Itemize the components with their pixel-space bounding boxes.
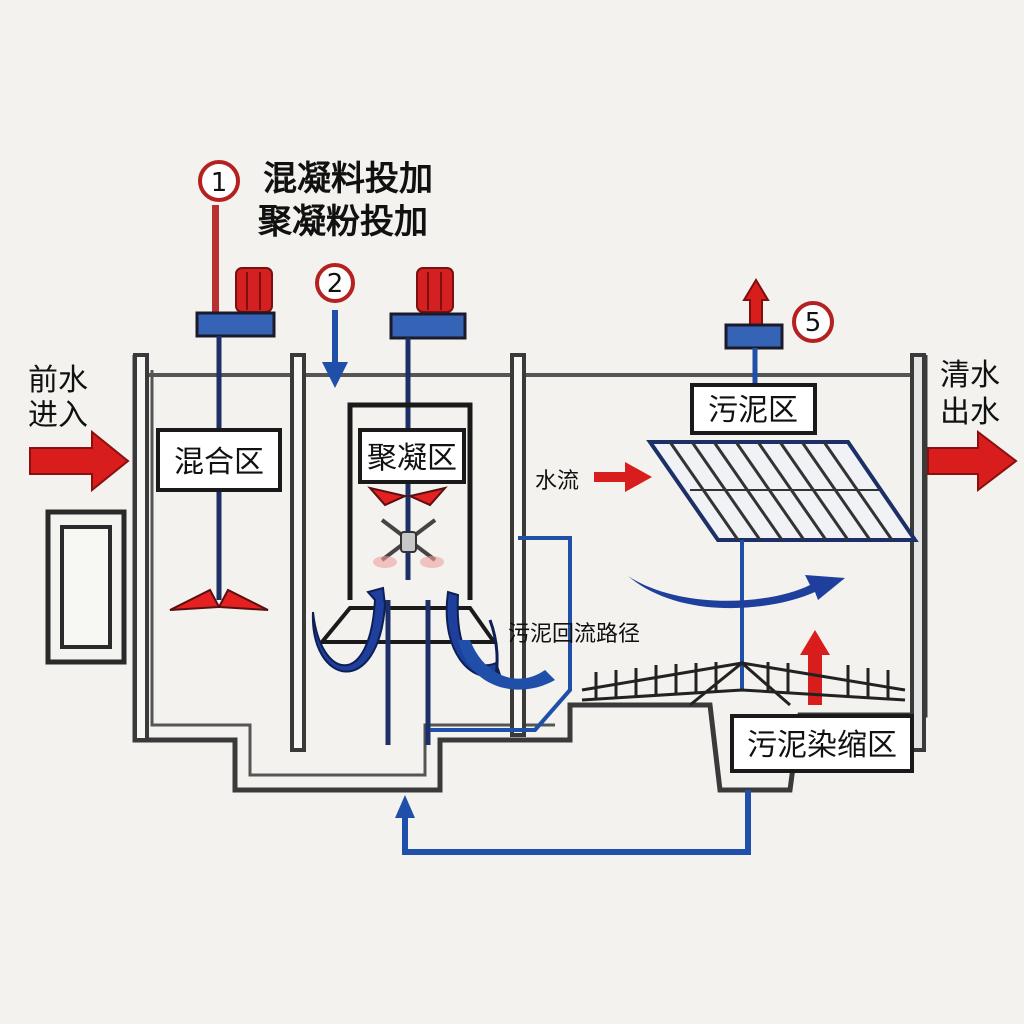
sludge-return-label: 污泥回流路径 xyxy=(508,622,640,647)
dosing-pipe xyxy=(212,205,219,313)
title-line2: 聚凝粉投加 xyxy=(257,202,428,242)
mixer-2-motor xyxy=(389,267,467,340)
outlet-label-line2: 出水 xyxy=(940,395,1000,430)
marker-2-number: 2 xyxy=(327,269,344,299)
marker-5: 5 xyxy=(792,301,834,343)
flow-direction-arrow xyxy=(628,575,845,609)
mixer-2-impeller xyxy=(367,486,448,568)
outlet-arrow xyxy=(927,429,1018,493)
mixer-1-motor xyxy=(195,267,276,338)
marker-1-number: 1 xyxy=(211,168,228,198)
thickening-zone-label: 污泥染缩区 xyxy=(747,728,897,763)
coagulation-zone-label: 聚凝区 xyxy=(367,441,457,476)
marker-5-number: 5 xyxy=(805,308,822,338)
tank-structure xyxy=(132,353,928,793)
inlet-label-line2: 进入 xyxy=(28,398,88,433)
recirculation-arrows xyxy=(311,586,555,690)
marker-2: 2 xyxy=(315,263,355,303)
upflow-arrow xyxy=(800,630,830,705)
side-panel xyxy=(45,509,127,665)
mixer-1-impeller xyxy=(169,588,269,611)
sludge-zone-label: 污泥区 xyxy=(708,393,798,428)
water-flow-label: 水流 xyxy=(535,469,579,494)
dosing-arrow-2-head xyxy=(322,362,348,388)
title-line1: 混凝料投加 xyxy=(263,159,433,199)
water-flow-arrow xyxy=(594,462,652,492)
sludge-zone-box xyxy=(690,383,817,435)
mixing-zone-box xyxy=(156,428,282,492)
bottom-return-pipe xyxy=(395,790,751,855)
inlet-arrow xyxy=(29,429,130,493)
sludge-outlet xyxy=(724,278,784,388)
marker-1: 1 xyxy=(198,160,240,202)
coagulation-zone-box xyxy=(358,428,466,484)
outlet-label-line1: 清水 xyxy=(940,358,1000,393)
mixing-zone-label: 混合区 xyxy=(174,445,264,480)
thickening-zone-box xyxy=(730,714,914,773)
coagulation-hopper xyxy=(317,600,498,745)
sludge-return-line xyxy=(430,536,572,732)
inclined-plate-settler xyxy=(646,440,919,542)
inlet-label-line1: 前水 xyxy=(28,363,88,398)
sludge-scraper xyxy=(581,661,906,707)
coagulation-chamber xyxy=(347,402,473,600)
